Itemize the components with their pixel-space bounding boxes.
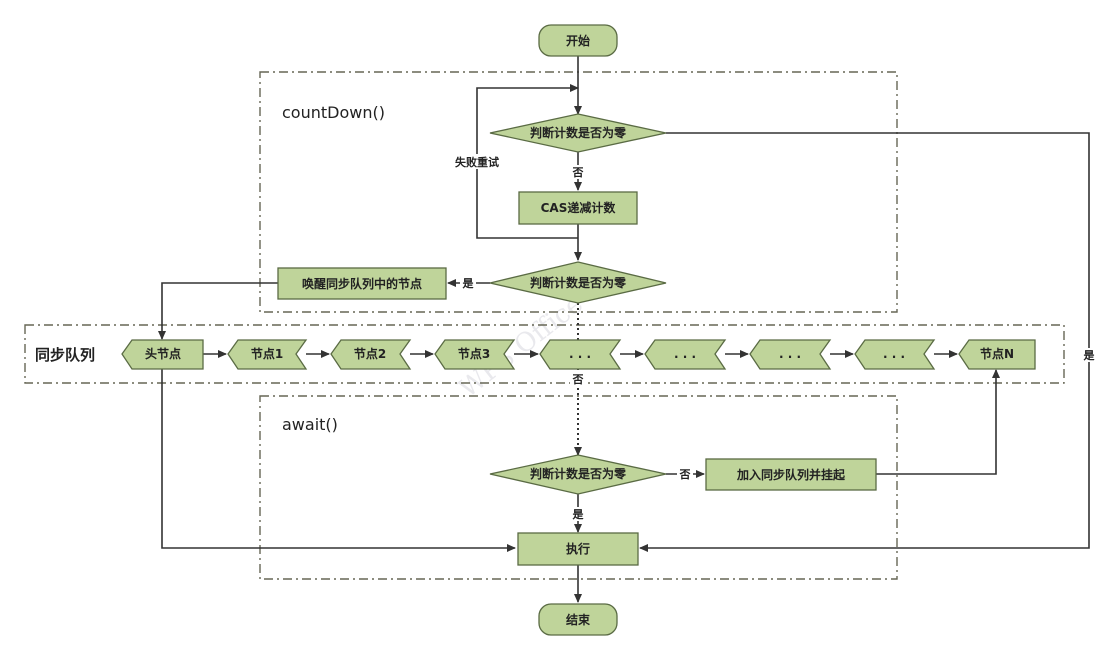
queue-node-label: 节点3 — [458, 346, 490, 361]
sync-queue-frame — [24, 324, 1065, 384]
edge-check1-to-execute — [639, 132, 1090, 552]
queue-node-label: 节点1 — [251, 346, 283, 361]
edge-enqueue-to-noden — [876, 369, 1000, 475]
start-node: 开始 — [538, 24, 618, 57]
queue-node-ellipsis: . . . — [539, 339, 622, 370]
end-label: 结束 — [566, 612, 591, 627]
edge-label-retry: 失败重试 — [455, 155, 499, 169]
queue-node-ellipsis: . . . — [644, 339, 727, 370]
queue-node-ellipsis: . . . — [749, 339, 832, 370]
check-zero-label: 判断计数是否为零 — [530, 125, 627, 140]
cas-decrement-label: CAS递减计数 — [541, 200, 617, 215]
cas-decrement-box: CAS递减计数 — [518, 191, 638, 225]
check-zero-diamond-3: 判断计数是否为零 — [489, 454, 667, 495]
start-label: 开始 — [566, 33, 590, 48]
check-zero-diamond-1: 判断计数是否为零 — [489, 113, 667, 153]
queue-node-label: 节点2 — [354, 346, 386, 361]
check-zero-diamond-2: 判断计数是否为零 — [489, 261, 667, 304]
queue-node-label: . . . — [883, 347, 905, 361]
edge-label-no: 否 — [679, 468, 691, 481]
edge-label-no: 否 — [572, 373, 584, 386]
queue-node: 节点1 — [227, 339, 308, 370]
wake-nodes-box: 唤醒同步队列中的节点 — [277, 267, 447, 300]
sync-queue-title: 同步队列 — [35, 346, 95, 364]
enqueue-suspend-label: 加入同步队列并挂起 — [736, 467, 846, 482]
await-frame — [259, 395, 898, 580]
queue-node-label: . . . — [674, 347, 696, 361]
queue-node-ellipsis: . . . — [854, 339, 936, 370]
edge-head-to-execute — [161, 369, 516, 552]
queue-node-label: . . . — [779, 347, 801, 361]
execute-label: 执行 — [566, 541, 590, 556]
edge-label-yes: 是 — [1083, 349, 1096, 362]
queue-node-label: 头节点 — [145, 346, 181, 361]
await-section-title: await() — [282, 415, 338, 434]
edge-wake-to-head — [158, 282, 278, 340]
check-zero-label: 判断计数是否为零 — [530, 466, 627, 481]
end-node: 结束 — [538, 603, 618, 636]
edge-label-yes: 是 — [572, 508, 585, 521]
queue-node-label: 节点N — [980, 346, 1014, 361]
edge-label-yes: 是 — [462, 277, 475, 290]
queue-node-tail: 节点N — [958, 339, 1036, 370]
queue-node-label: . . . — [569, 347, 591, 361]
queue-node: 节点2 — [330, 339, 412, 370]
countdown-section-title: countDown() — [282, 103, 385, 122]
wake-nodes-label: 唤醒同步队列中的节点 — [302, 276, 422, 291]
edge-label-no: 否 — [572, 166, 584, 179]
check-zero-label: 判断计数是否为零 — [530, 275, 627, 290]
queue-node: 节点3 — [434, 339, 516, 370]
execute-box: 执行 — [517, 532, 639, 566]
enqueue-suspend-box: 加入同步队列并挂起 — [705, 458, 877, 491]
queue-node-head: 头节点 — [121, 339, 204, 370]
